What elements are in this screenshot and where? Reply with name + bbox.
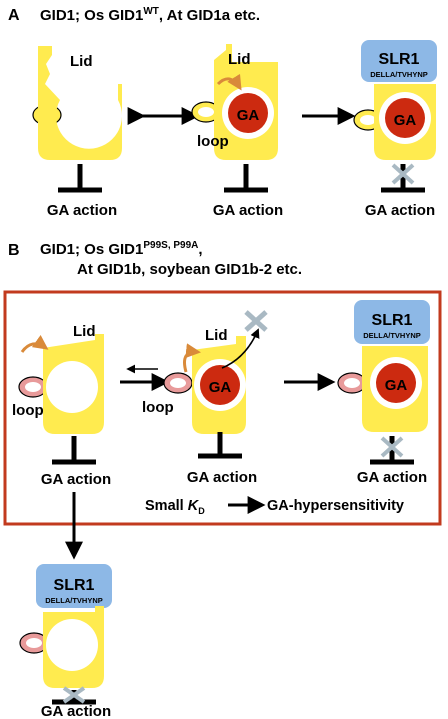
panel-b-letter: B — [8, 242, 20, 259]
lid-label-b2: Lid — [205, 327, 228, 344]
inhibition-blocked-b3 — [370, 436, 414, 465]
lid-label-a2: Lid — [228, 51, 251, 68]
della-label-bottom: DELLA/TVHYNP — [45, 596, 103, 605]
panel-b-header-line2: At GID1b, soybean GID1b-2 etc. — [77, 261, 302, 278]
ga-action-b3: GA action — [357, 469, 427, 486]
loop-label-a: loop — [197, 133, 229, 150]
ga-action-bottom: GA action — [41, 703, 111, 719]
receptor-ga-b2 — [163, 328, 260, 434]
lid-label-a1: Lid — [70, 53, 93, 70]
receptor-ga-a2 — [191, 44, 278, 160]
receptor-slr1-complex-a3 — [353, 40, 437, 160]
inhibition-b1 — [52, 436, 96, 465]
loop-label-b2: loop — [142, 399, 174, 416]
panel-a-header: GID1; Os GID1WT, At GID1a etc. — [40, 6, 260, 24]
slr1-label-a: SLR1 — [379, 51, 420, 68]
receptor-open-a1 — [32, 46, 122, 160]
hypersensitivity-label: GA-hypersensitivity — [267, 498, 404, 514]
ga-molecule-a3: GA — [394, 112, 417, 129]
inhibition-a2 — [224, 164, 268, 193]
ga-action-a1: GA action — [47, 202, 117, 219]
ga-molecule-b3: GA — [385, 377, 408, 394]
ga-molecule-b2: GA — [209, 379, 232, 396]
panel-b-header: GID1; Os GID1P99S, P99A, — [40, 240, 203, 258]
ga-action-b1: GA action — [41, 471, 111, 488]
receptor-slr1-complex-b3 — [337, 300, 430, 432]
loop-label-b1: loop — [12, 402, 44, 419]
slr1-label-bottom: SLR1 — [54, 577, 95, 594]
della-label-a: DELLA/TVHYNP — [370, 70, 428, 79]
ga-action-a2: GA action — [213, 202, 283, 219]
ga-molecule-a2: GA — [237, 107, 260, 124]
ga-action-b2: GA action — [187, 469, 257, 486]
receptor-open-b1 — [18, 334, 104, 434]
della-label-b3: DELLA/TVHYNP — [363, 331, 421, 340]
inhibition-b2 — [198, 432, 242, 459]
inhibition-a1 — [58, 164, 102, 193]
lid-label-b1: Lid — [73, 323, 96, 340]
slr1-label-b3: SLR1 — [372, 312, 413, 329]
inhibition-blocked-a3 — [381, 163, 425, 193]
receptor-slr1-complex-bottom — [19, 564, 112, 688]
ga-action-a3: GA action — [365, 202, 435, 219]
inhibition-blocked-bottom — [52, 686, 96, 705]
release-x-icon — [244, 310, 268, 332]
hypersensitive-frame — [3, 290, 442, 526]
small-kd-label: Small KD — [145, 498, 205, 516]
panel-a-letter: A — [8, 7, 20, 24]
